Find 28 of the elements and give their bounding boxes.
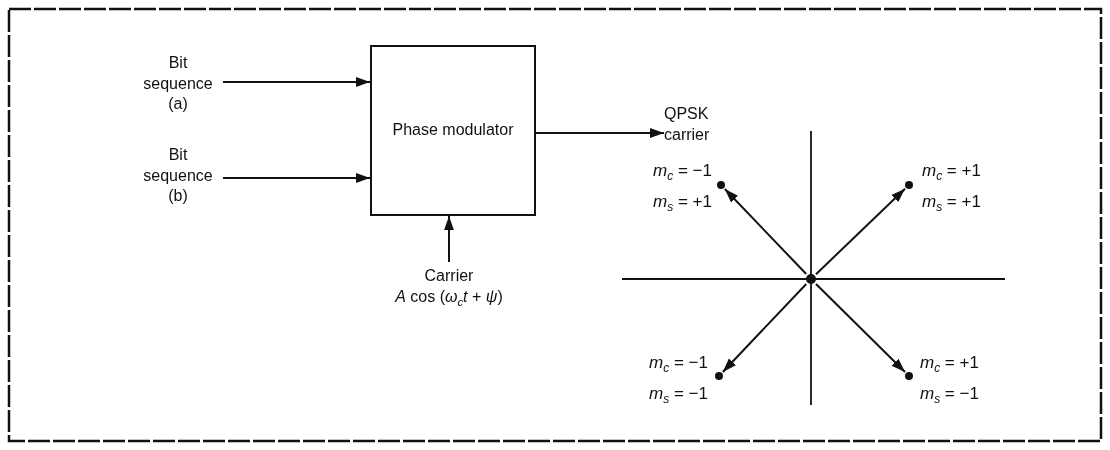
state-label: m$_{s}$ = −1: [648, 383, 708, 409]
signal-label: Carrier: [424, 266, 474, 287]
phasor-point: [715, 372, 723, 380]
phasor-point: [717, 181, 725, 189]
state-label: m$_{s}$ = +1: [652, 191, 712, 217]
arrow: [535, 128, 665, 138]
signal-label: Bit sequence (a): [133, 52, 223, 116]
arrow: [222, 77, 371, 87]
state-label: m$_{c}$ = −1: [652, 160, 712, 186]
state-label: m$_{s}$ = +1: [922, 191, 982, 217]
state-label: m$_{s}$ = −1: [920, 383, 980, 409]
arrow: [444, 215, 454, 263]
phasor-point: [905, 181, 913, 189]
arrow: [723, 188, 808, 275]
state-label: m$_{c}$ = +1: [920, 352, 980, 378]
arrow: [815, 187, 906, 276]
arrow: [222, 173, 371, 183]
signal-label: QPSK carrier: [664, 100, 754, 150]
formula-label: A cos (ω$_{c}$t + ψ): [395, 287, 503, 310]
process-box: [370, 45, 536, 216]
state-label: m$_{c}$ = −1: [648, 352, 708, 378]
phasor-point: [905, 372, 913, 380]
arrow: [815, 282, 906, 374]
box-label: Phase modulator: [392, 120, 514, 141]
state-label: m$_{c}$ = +1: [922, 160, 982, 186]
signal-label: Bit sequence (b): [133, 144, 223, 208]
arrow: [721, 283, 808, 373]
phasor-point: [806, 274, 816, 284]
